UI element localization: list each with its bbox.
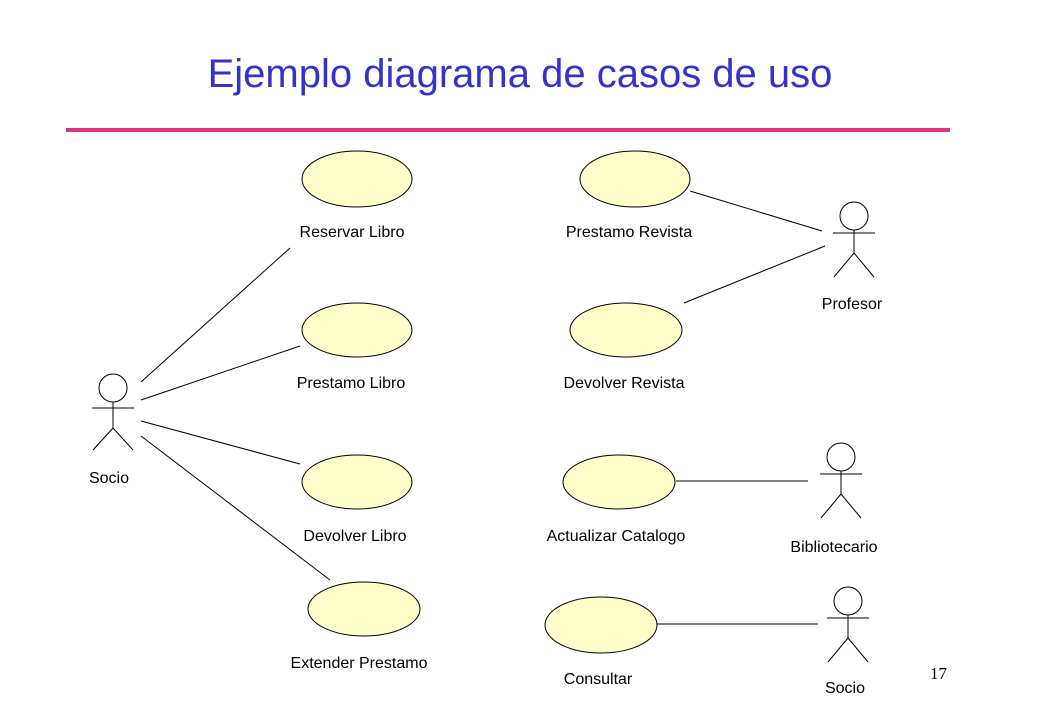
assoc-profesor-prestamo-revista	[689, 190, 823, 232]
assoc-socio-reservar-libro	[140, 247, 291, 383]
use-case-label-consultar: Consultar	[563, 671, 633, 688]
page-number: 17	[930, 664, 947, 683]
use-case-label-prestamo-revista: Prestamo Revista	[565, 224, 693, 241]
use-case-prestamo-libro	[301, 302, 413, 358]
use-case-devolver-libro	[301, 454, 413, 510]
assoc-socio-devolver-libro	[140, 420, 301, 465]
use-case-consultar	[544, 596, 658, 654]
actor-socio-left-figure	[92, 373, 134, 451]
use-case-prestamo-revista	[579, 150, 691, 208]
actor-label-socio-right: Socio	[824, 680, 866, 697]
actor-label-socio-left: Socio	[88, 470, 130, 487]
slide-title: Ejemplo diagrama de casos de uso	[207, 52, 833, 96]
assoc-socio-extender-prestamo	[140, 435, 331, 581]
actor-socio-right-figure	[827, 586, 869, 663]
use-case-label-reservar-libro: Reservar Libro	[299, 224, 405, 241]
use-case-reservar-libro	[301, 150, 413, 208]
use-case-devolver-revista	[569, 302, 683, 358]
assoc-socio-prestamo-libro	[140, 345, 301, 401]
use-case-label-devolver-libro: Devolver Libro	[303, 528, 407, 545]
actor-label-bibliotecario: Bibliotecario	[790, 539, 878, 556]
actor-label-profesor: Profesor	[821, 296, 883, 313]
use-case-label-prestamo-libro: Prestamo Libro	[296, 375, 406, 392]
title-underline	[66, 128, 950, 132]
use-case-actualizar-catalogo	[562, 454, 676, 510]
assoc-profesor-devolver-revista	[683, 245, 826, 304]
actor-bibliotecario-figure	[820, 442, 862, 519]
actor-profesor-figure	[833, 201, 875, 278]
use-case-extender-prestamo	[307, 581, 421, 637]
use-case-label-actualizar-catalogo: Actualizar Catalogo	[546, 528, 686, 545]
use-case-label-devolver-revista: Devolver Revista	[563, 375, 685, 392]
use-case-label-extender-prestamo: Extender Prestamo	[290, 655, 428, 672]
